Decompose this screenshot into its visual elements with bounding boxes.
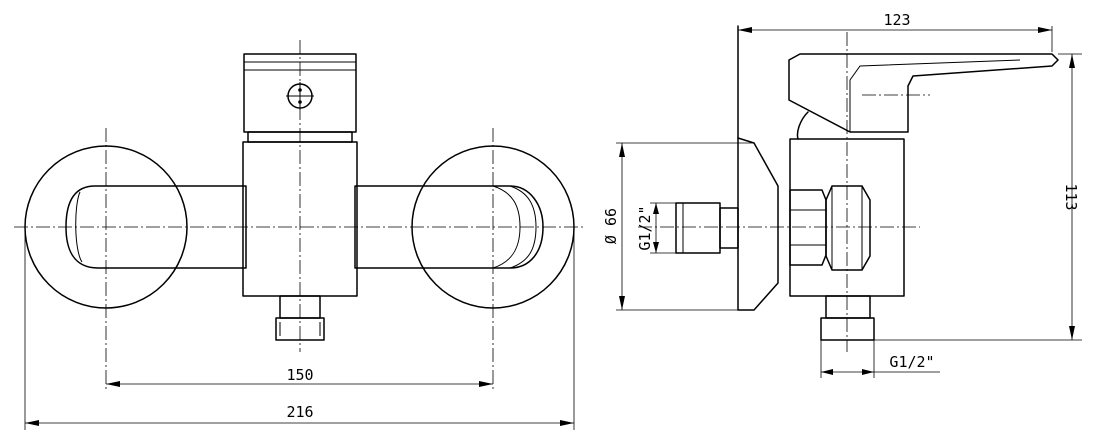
dim-123-label: 123 xyxy=(883,11,910,29)
dim-216-label: 216 xyxy=(286,403,313,421)
dim-thread-inlet-label: G1/2" xyxy=(636,205,654,250)
front-view: 150 216 xyxy=(14,40,586,430)
diverter-knob xyxy=(825,185,871,271)
side-view: 123 113 Ø 66 G1/2" G1/2" xyxy=(602,11,1082,378)
dim-diameter-label: Ø 66 xyxy=(602,208,620,244)
lever-handle[interactable] xyxy=(788,53,1059,133)
side-outlet xyxy=(825,295,871,319)
rosette-profile xyxy=(737,137,779,311)
dim-150-label: 150 xyxy=(286,366,313,384)
dim-thread-outlet-label: G1/2" xyxy=(889,353,934,371)
dim-113-label: 113 xyxy=(1062,183,1080,210)
hex-nut xyxy=(789,189,827,266)
